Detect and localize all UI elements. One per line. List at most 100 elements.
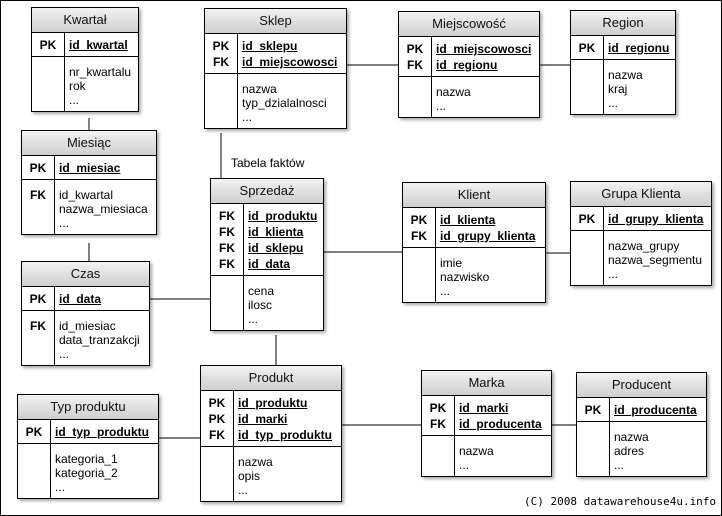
attribute-name: ... [59,347,70,361]
attribute-type [205,82,237,96]
entity-title: Czas [22,262,149,287]
key-row: PK id_data [22,291,149,307]
key-type: FK [219,209,235,223]
attribute-row: ... [18,480,158,494]
attribute-type [577,430,609,444]
key-type: FK [219,257,235,271]
attribute-name: nazwa [242,82,277,96]
attribute-row: ... [422,458,551,472]
entity-title: Klient [403,183,545,208]
key-field-name: id_miejscowosci [436,42,532,56]
attribute-row: opis [201,469,341,483]
attribute-type [22,347,54,361]
attribute-name: nazwa_miesiaca [59,202,148,216]
attribute-name: opis [238,469,261,483]
attribute-section: nazwa... [399,77,539,117]
key-field-name: id_regionu [436,58,498,72]
attribute-type [399,85,431,99]
attribute-name: nazwa [614,430,649,444]
key-field-name: id_miejscowosci [242,55,338,69]
attribute-name: ... [248,312,259,326]
attribute-type [32,65,64,79]
key-field-name: id_kwartal [69,38,128,52]
attribute-type [201,455,233,469]
key-field-name: id_typ_produktu [238,428,333,442]
key-field-name: id_marki [238,412,288,426]
attribute-row: ... [32,93,138,107]
attribute-type [403,270,435,284]
entity-title: Producent [577,373,706,398]
attribute-section: nazwa... [422,436,551,476]
attribute-row: nazwisko [403,270,545,284]
attribute-row: nazwa_segmentu [571,253,711,267]
key-type: FK [209,428,225,442]
attribute-type [399,99,431,113]
attribute-row: typ_dzialalnosci [205,96,346,110]
attribute-type [571,96,603,110]
key-type: FK [407,58,423,72]
attribute-row: kategoria_2 [18,466,158,480]
attribute-name: nazwa_segmentu [608,253,703,267]
key-field-name: id_data [248,257,291,271]
attribute-name: nazwa [459,444,494,458]
attribute-type [422,458,454,472]
attribute-name: kategoria_1 [55,452,118,466]
attribute-type [422,444,454,458]
attribute-name: nazwa_grupy [608,239,680,253]
attribute-name: ... [436,99,447,113]
key-field-name: id_grupy_klienta [608,212,704,226]
key-type: PK [29,292,47,306]
key-field-name: id_data [59,292,102,306]
attribute-type [22,333,54,347]
attribute-type [403,284,435,298]
attribute-row: ... [22,347,149,361]
key-row: FK id_data [211,256,323,272]
attribute-row: ilosc [211,298,323,312]
attribute-name: adres [614,444,645,458]
attribute-name: ... [59,216,70,230]
key-row: FK id_typ_produktu [201,427,341,443]
attribute-name: typ_dzialalnosci [242,96,327,110]
entity-title: Typ produktu [18,395,158,420]
attribute-name: data_tranzakcji [59,333,140,347]
key-type: FK [411,229,427,243]
attribute-row: kraj [571,82,675,96]
attribute-name: kraj [608,82,628,96]
entity-title: Sprzedaż [211,179,323,204]
attribute-type [211,298,243,312]
attribute-name: nr_kwartalu [69,65,132,79]
key-row: FK id_regionu [399,57,539,73]
attribute-row: ... [205,110,346,124]
